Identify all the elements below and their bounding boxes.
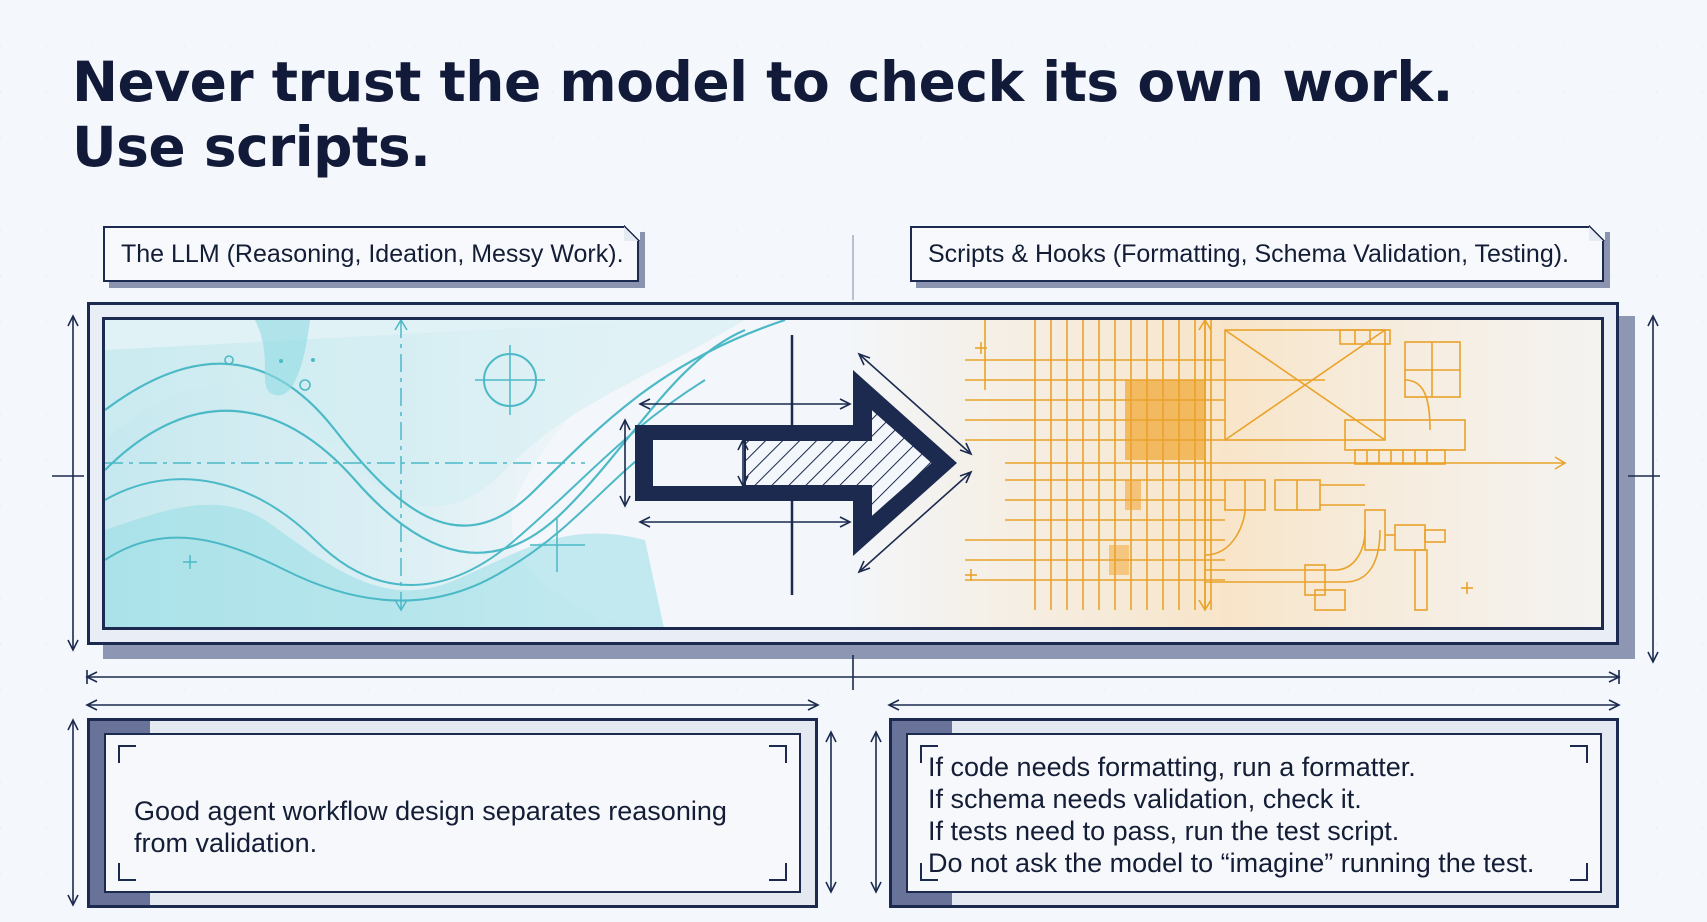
- corner-mark-icon: [1570, 863, 1588, 881]
- validation-rules-inner: If code needs formatting, run a formatte…: [906, 733, 1602, 893]
- corner-mark-icon: [118, 863, 136, 881]
- validation-rule-line: Do not ask the model to “imagine” runnin…: [928, 848, 1535, 878]
- arrow-dimensions: [619, 352, 973, 574]
- reasoning-note-inner: Good agent workflow design separates rea…: [104, 733, 801, 893]
- validation-rule-line: If tests need to pass, run the test scri…: [928, 816, 1400, 846]
- diagram-panel: [87, 302, 1619, 645]
- right-arrow-icon: [635, 370, 957, 556]
- reasoning-note-text: Good agent workflow design separates rea…: [134, 795, 727, 859]
- validation-rule-line: If code needs formatting, run a formatte…: [928, 752, 1416, 782]
- title-line-1: Never trust the model to check its own w…: [72, 50, 1453, 114]
- corner-mark-icon: [769, 863, 787, 881]
- llm-wave-area: [105, 320, 786, 627]
- reasoning-note-box: Good agent workflow design separates rea…: [87, 718, 818, 908]
- validation-rules-text: If code needs formatting, run a formatte…: [928, 751, 1534, 879]
- corner-mark-icon: [920, 863, 938, 881]
- corner-mark-icon: [920, 745, 938, 763]
- llm-label: The LLM (Reasoning, Ideation, Messy Work…: [103, 225, 640, 282]
- title-line-2: Use scripts.: [72, 115, 431, 179]
- diagram-illustration: [105, 320, 1601, 627]
- validation-rule-line: If schema needs validation, check it.: [928, 784, 1362, 814]
- reasoning-note-line: Good agent workflow design separates rea…: [134, 796, 727, 826]
- diagram-panel-inner: [102, 317, 1604, 630]
- scripts-grid-area: [845, 320, 1601, 627]
- reasoning-note-line: from validation.: [134, 828, 318, 858]
- corner-mark-icon: [118, 745, 136, 763]
- llm-label-text: The LLM (Reasoning, Ideation, Messy Work…: [121, 239, 624, 268]
- scripts-label-text: Scripts & Hooks (Formatting, Schema Vali…: [928, 239, 1570, 268]
- page-title: Never trust the model to check its own w…: [72, 50, 1453, 180]
- corner-mark-icon: [769, 745, 787, 763]
- scripts-label: Scripts & Hooks (Formatting, Schema Vali…: [910, 225, 1605, 282]
- validation-rules-box: If code needs formatting, run a formatte…: [889, 718, 1619, 908]
- corner-mark-icon: [1570, 745, 1588, 763]
